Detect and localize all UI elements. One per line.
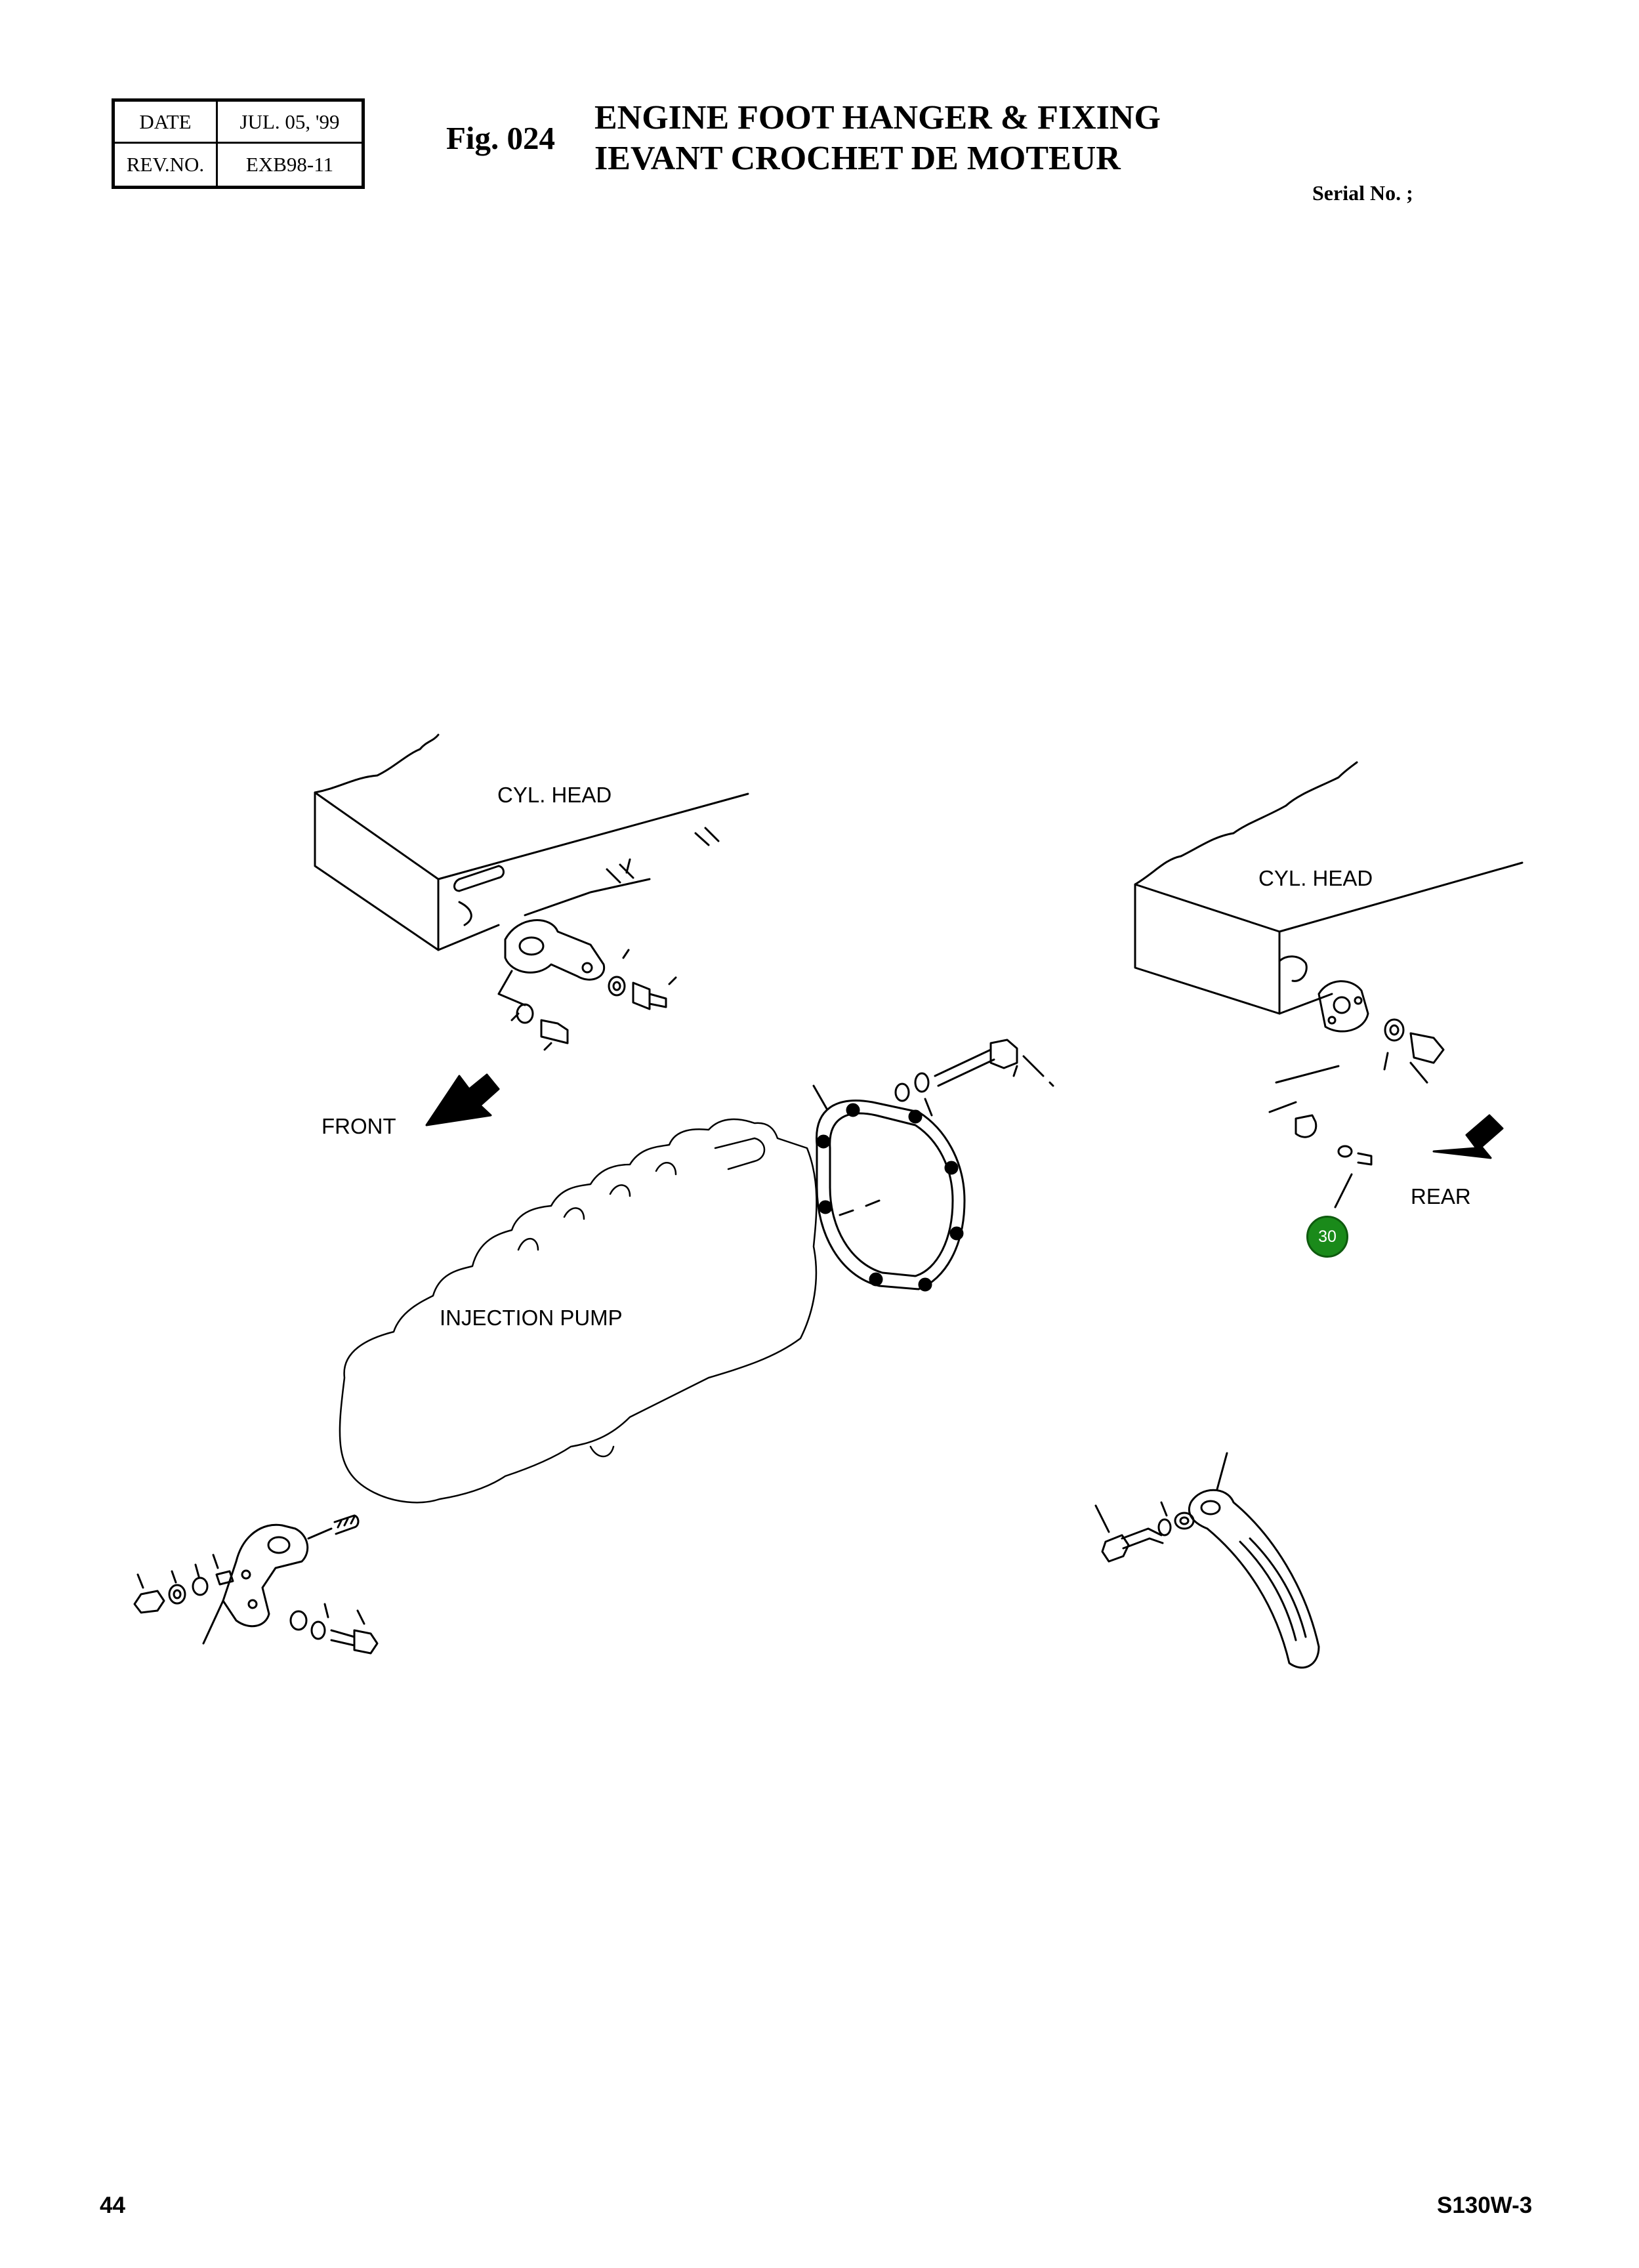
rear-hanger-bolts	[1268, 1018, 1445, 1208]
front-direction-arrow	[425, 1073, 500, 1126]
rear-curved-hanger-fasteners	[1094, 1501, 1195, 1563]
date-label: DATE	[115, 102, 218, 144]
label-injection-pump: INJECTION PUMP	[440, 1306, 623, 1330]
rear-hanger-plate	[1317, 980, 1369, 1033]
label-rear: REAR	[1411, 1184, 1471, 1208]
front-foot-bracket	[202, 1514, 360, 1645]
serial-number: Serial No. ;	[1312, 181, 1413, 205]
rev-label: REV.NO.	[115, 144, 218, 186]
page-title-french: IEVANT CROCHET DE MOTEUR	[594, 140, 1121, 177]
rear-direction-arrow	[1432, 1114, 1504, 1159]
cylinder-head-front	[314, 733, 749, 951]
front-foot-bracket-fasteners	[133, 1554, 379, 1655]
leader-line	[1012, 1065, 1054, 1087]
mounting-flange-ring	[812, 1084, 966, 1292]
label-front: FRONT	[322, 1114, 396, 1138]
page-number: 44	[100, 2193, 125, 2218]
label-cyl-head-rear: CYL. HEAD	[1258, 866, 1373, 890]
revision-info-table: DATE JUL. 05, '99 REV.NO. EXB98-11	[112, 98, 365, 189]
rear-curved-hanger	[1188, 1452, 1320, 1669]
figure-number: Fig. 024	[446, 120, 556, 156]
flange-long-bolt	[894, 1039, 1045, 1117]
page-title: ENGINE FOOT HANGER & FIXING	[594, 99, 1161, 136]
rev-value: EXB98-11	[245, 153, 334, 176]
label-cyl-head-front: CYL. HEAD	[497, 783, 612, 807]
front-hanger-plate	[497, 919, 606, 1006]
cylinder-head-rear	[1134, 761, 1524, 1015]
injection-pump-outline	[339, 1118, 818, 1504]
part-callout-30[interactable]: 30	[1306, 1216, 1348, 1258]
model-number: S130W-3	[1437, 2193, 1533, 2218]
front-hanger-bolts	[510, 949, 677, 1051]
date-value: JUL. 05, '99	[218, 102, 362, 144]
